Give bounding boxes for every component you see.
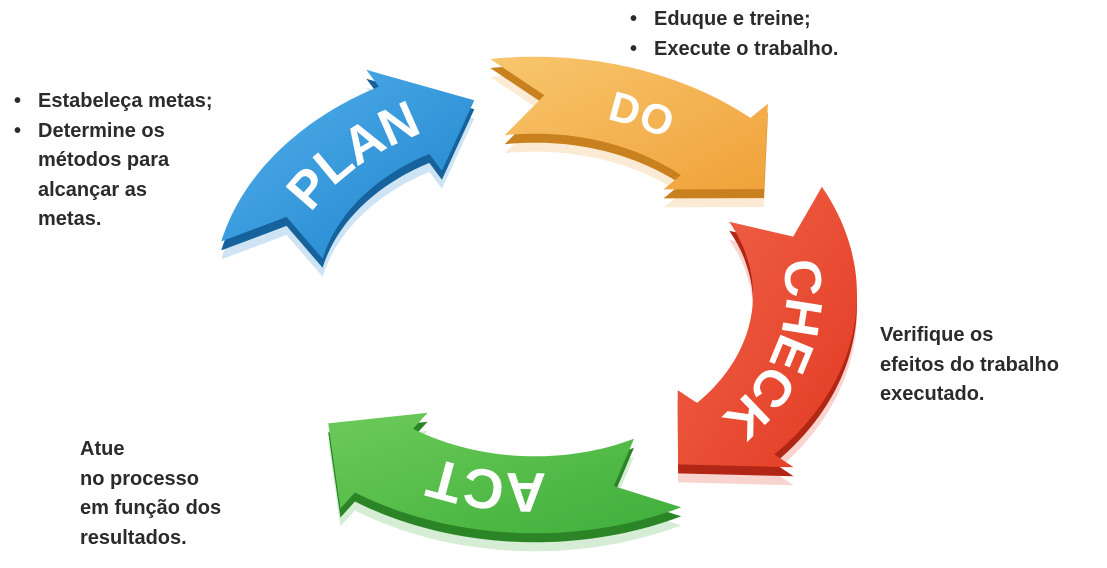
plan-notes: Estabeleça metas; Determine os métodos p…: [10, 87, 213, 235]
act-note-line-3: em função dos: [80, 497, 222, 519]
check-note-line-3: executado.: [880, 383, 985, 405]
plan-note-1: Estabeleça metas;: [10, 87, 213, 117]
plan-note-2: Determine os métodos para alcançar as me…: [10, 117, 213, 235]
plan-note-2-line-2: métodos para: [38, 149, 170, 171]
do-note-2: Execute o trabalho.: [626, 35, 839, 65]
plan-arrow: [221, 69, 475, 259]
check-notes: Verifique os efeitos do trabalho executa…: [880, 321, 1059, 410]
do-notes: Eduque e treine; Execute o trabalho.: [626, 5, 839, 64]
act-note-line-2: no processo: [80, 467, 199, 490]
act-notes: Atue no processo em função dos resultado…: [80, 435, 221, 553]
act-note-line-4: resultados.: [80, 526, 187, 549]
plan-note-2-line-1: Determine os: [38, 119, 165, 142]
act-arrow: [328, 412, 682, 534]
plan-note-2-line-3: alcançar as: [38, 178, 147, 201]
plan-note-2-line-4: metas.: [38, 208, 102, 230]
act-note-line-1: Atue: [80, 438, 125, 460]
do-arrow: [490, 56, 768, 190]
check-arrow: [677, 186, 857, 468]
check-note-line-2: efeitos do trabalho: [880, 353, 1059, 376]
check-note-line-1: Verifique os: [880, 324, 994, 346]
do-note-1: Eduque e treine;: [626, 5, 839, 35]
